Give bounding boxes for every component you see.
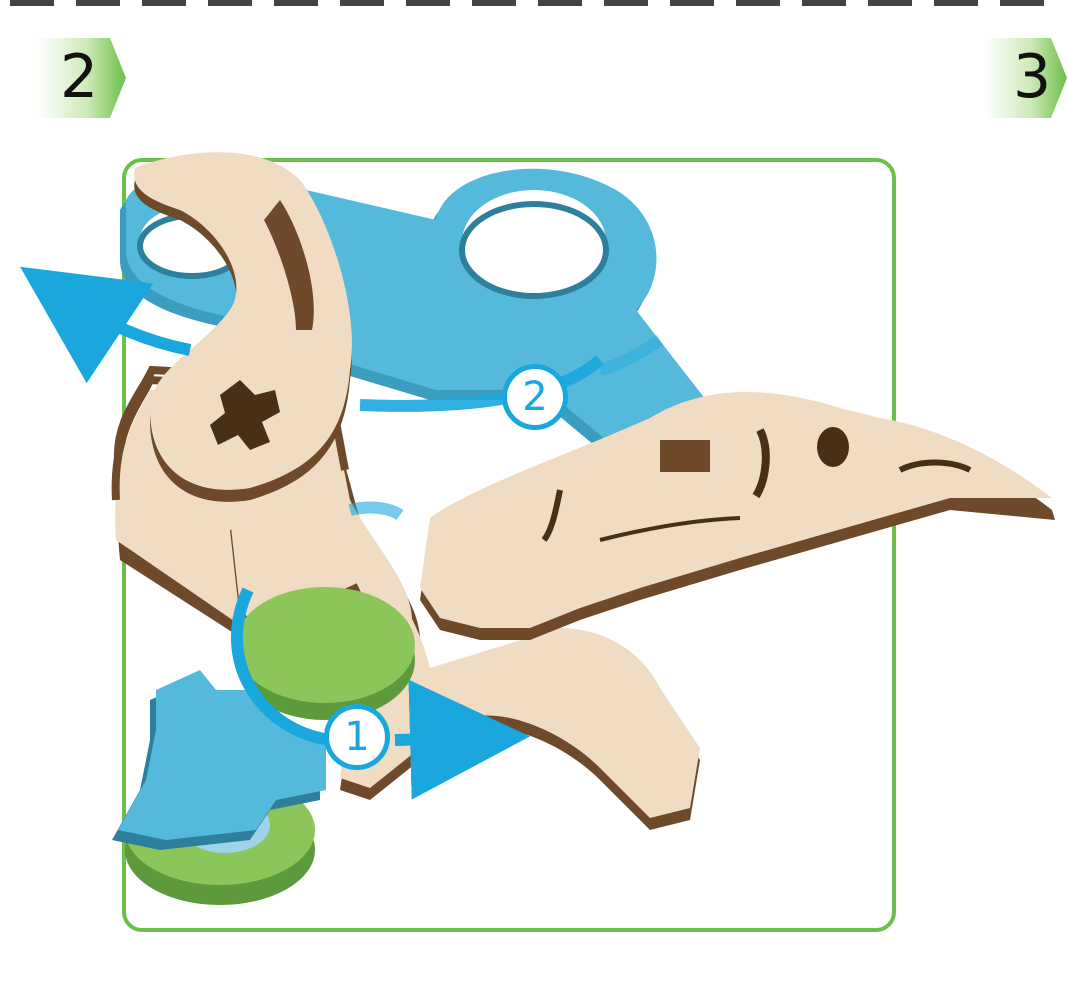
- callout-step-2: 2: [502, 364, 568, 430]
- callout-step-1: 1: [324, 704, 390, 770]
- wooden-head-part: [420, 392, 1055, 640]
